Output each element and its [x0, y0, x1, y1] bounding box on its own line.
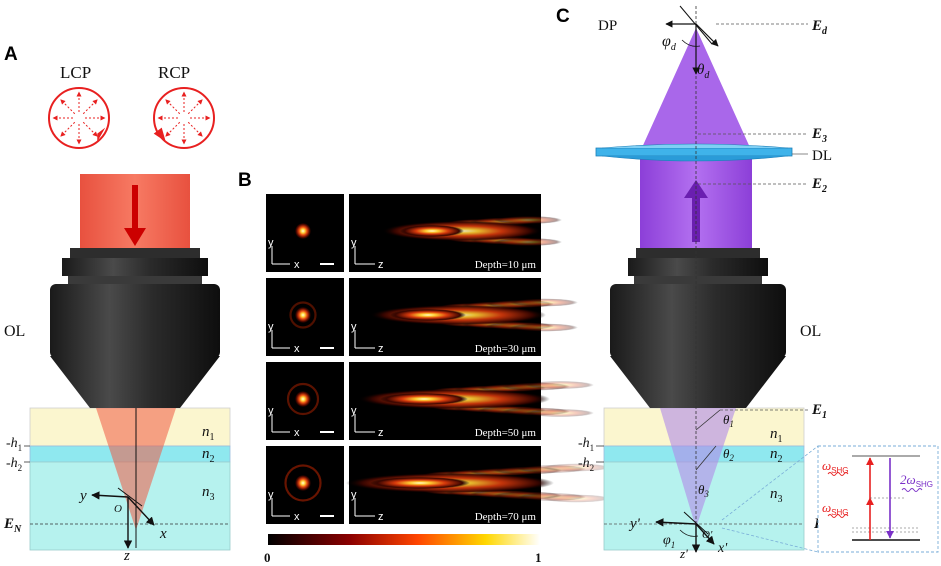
en-label: EN [3, 516, 22, 535]
psf-axis-z: z [378, 427, 384, 439]
psf-xy-image: yx [266, 278, 344, 356]
psf-axis-y: y [351, 489, 357, 501]
colorbar-min: 0 [264, 550, 271, 565]
psf-axis-y: y [268, 489, 274, 501]
psf-axis-x: x [294, 343, 300, 355]
h2-label: -h2 [6, 456, 22, 473]
psf-xz-image: y z Depth=50 μm [349, 362, 594, 440]
axis-x-a: x [159, 526, 167, 542]
coordinate-axes-c [655, 511, 715, 553]
phi1-label: φ1 [663, 533, 675, 550]
colorbar [268, 534, 540, 545]
panel-label-a: A [4, 44, 18, 65]
detector-label: DP [598, 18, 617, 34]
psf-axis-y: y [268, 237, 274, 249]
objective-label-a: OL [4, 323, 25, 340]
rcp-label: RCP [158, 63, 190, 82]
psf-axis-z: z [378, 511, 384, 523]
psf-axis-x: x [294, 259, 300, 271]
axis-z-a: z [123, 548, 130, 564]
psf-axis-y: y [351, 321, 357, 333]
two-omega-shg-label: 2ωSHG [900, 472, 933, 489]
axis-y-c: y' [628, 516, 641, 532]
lcp-polarization-icon [48, 87, 110, 149]
axis-y-a: y [78, 488, 87, 504]
lens-label: DL [812, 148, 832, 164]
psf-depth-label: Depth=10 μm [475, 259, 537, 271]
panel-label-c: C [556, 6, 570, 27]
h2-label-c: -h2 [578, 456, 594, 473]
psf-axis-y: y [351, 405, 357, 417]
h1-label: -h1 [6, 436, 22, 453]
colorbar-max: 1 [535, 550, 542, 565]
phi-d-label: φd [662, 33, 677, 53]
psf-axis-y: y [351, 237, 357, 249]
psf-xy-image: yx [266, 362, 344, 440]
theta-d-label: θd [697, 62, 710, 81]
e3-label: E3 [811, 126, 827, 145]
panel-label-b: B [238, 170, 252, 191]
n3-label: n3 [202, 484, 215, 503]
theta2-label: θ2 [723, 446, 734, 463]
objective-label-c: OL [800, 323, 821, 340]
theta1-label: θ1 [723, 412, 734, 429]
coordinate-axes-a [91, 487, 155, 549]
psf-axis-x: x [294, 427, 300, 439]
omega-shg-label-2: ωSHG [822, 500, 849, 517]
arrow-down-icon [124, 228, 146, 246]
detection-cone [640, 28, 752, 152]
psf-axis-y: y [268, 321, 274, 333]
axis-x-c: x' [717, 541, 728, 556]
ed-label: Ed [811, 18, 828, 37]
detector-axes [665, 5, 719, 75]
objective-lens-a [50, 248, 220, 408]
objective-lens-c [610, 248, 786, 408]
lcp-label: LCP [60, 63, 91, 82]
panel-a: A LCP RCP OL n1 n2 n3 -h1 -h2 [3, 44, 231, 564]
psf-axis-y: y [268, 405, 274, 417]
origin-c: O' [702, 529, 713, 541]
psf-depth-label: Depth=30 μm [475, 343, 537, 355]
h1-label-c: -h1 [578, 436, 594, 453]
psf-xz-image: y z Depth=70 μm [346, 446, 610, 524]
n1-label: n1 [202, 424, 215, 443]
omega-shg-label-1: ωSHG [822, 458, 849, 475]
n2-label-c: n2 [770, 446, 783, 465]
energy-level-diagram [817, 445, 939, 553]
e1-label: E1 [811, 402, 827, 421]
psf-xy-image: yx [266, 194, 344, 272]
psf-axis-z: z [378, 259, 384, 271]
psf-depth-label: Depth=50 μm [475, 427, 537, 439]
theta3-label: θ3 [698, 482, 709, 499]
n2-label: n2 [202, 446, 215, 465]
axis-z-c: z' [679, 546, 688, 561]
detection-lens [595, 147, 793, 157]
origin-a: O [114, 503, 122, 515]
n3-label-c: n3 [770, 486, 783, 505]
n1-label-c: n1 [770, 426, 783, 445]
psf-axis-x: x [294, 511, 300, 523]
rcp-polarization-icon [153, 87, 215, 149]
psf-depth-label: Depth=70 μm [475, 511, 537, 523]
panel-c: C OL [556, 5, 939, 561]
e2-label: E2 [811, 176, 827, 195]
psf-axis-z: z [378, 343, 384, 355]
psf-xz-image: y z Depth=30 μm [349, 278, 578, 356]
psf-xz-image: y z Depth=10 μm [349, 194, 562, 272]
psf-xy-image: yx [266, 446, 344, 524]
